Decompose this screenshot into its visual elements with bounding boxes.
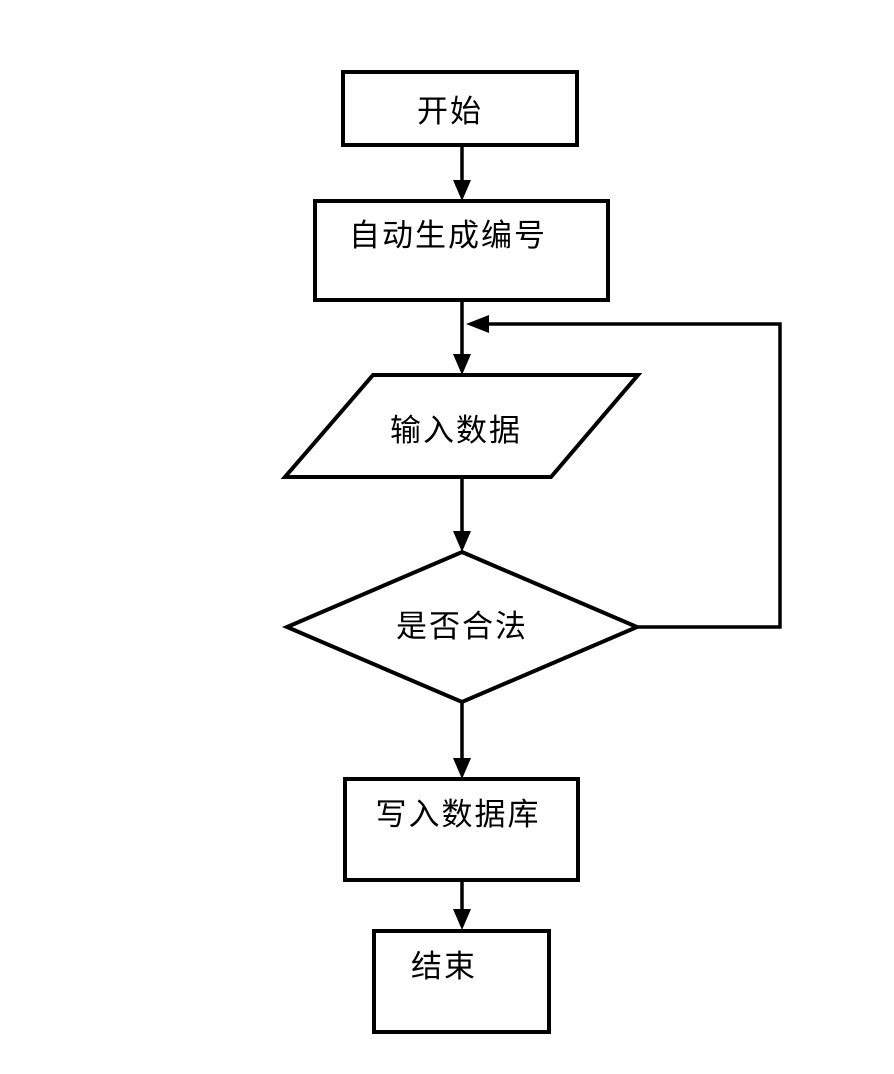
node-check-shape bbox=[281, 549, 643, 705]
arrowhead-write-to-end bbox=[453, 909, 471, 930]
node-write-label: 写入数据库 bbox=[376, 797, 541, 833]
edge-loopback-invalid bbox=[489, 322, 782, 629]
node-autogen-label: 自动生成编号 bbox=[349, 218, 547, 254]
node-autogen-box bbox=[313, 199, 610, 302]
node-write-box bbox=[343, 777, 580, 882]
arrowhead-loopback-invalid bbox=[466, 315, 489, 333]
node-end-label: 结束 bbox=[411, 949, 477, 985]
node-input-shape bbox=[280, 373, 643, 479]
node-start-box bbox=[341, 70, 579, 147]
arrowhead-input-to-check bbox=[453, 531, 471, 552]
arrowhead-check-to-write bbox=[453, 758, 471, 779]
node-input-label: 输入数据 bbox=[390, 413, 522, 449]
node-end-box bbox=[372, 929, 551, 1034]
arrowhead-start-to-autogen bbox=[453, 180, 471, 201]
node-start-label: 开始 bbox=[417, 94, 483, 130]
node-check-label: 是否合法 bbox=[396, 609, 528, 645]
arrowhead-autogen-to-input bbox=[453, 354, 471, 375]
